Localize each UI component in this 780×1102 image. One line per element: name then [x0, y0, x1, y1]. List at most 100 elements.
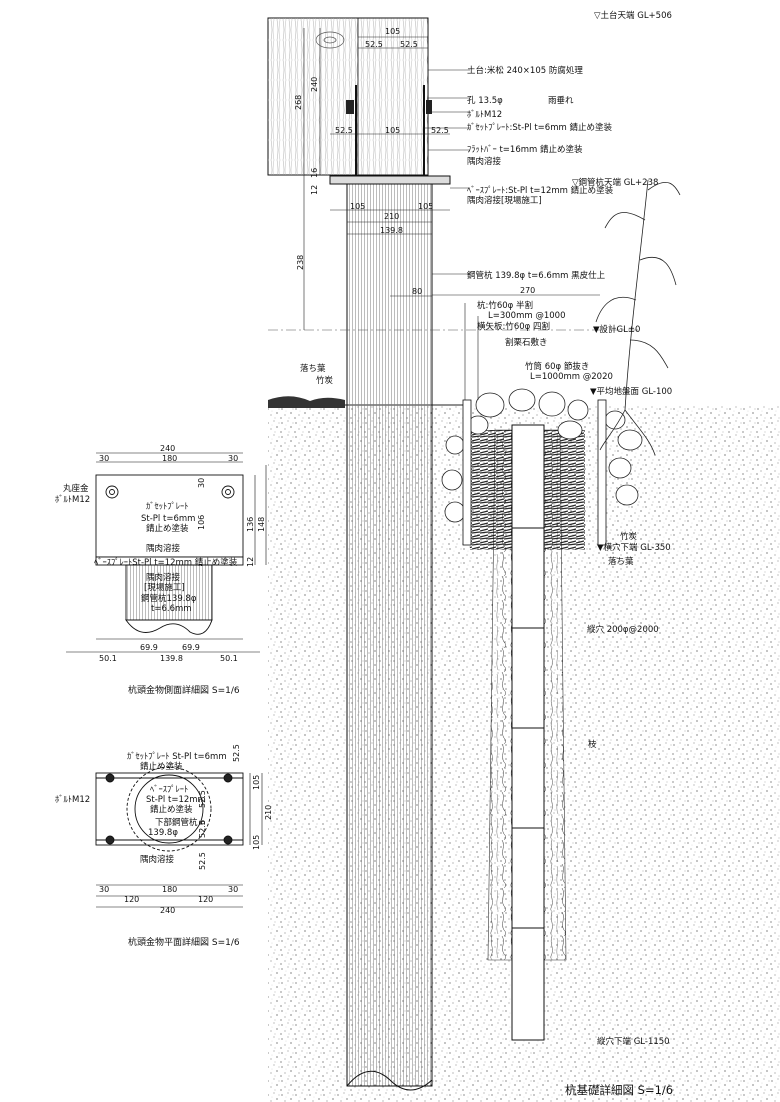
bamboo-tube [511, 424, 545, 1041]
label-bamboo-tube: 竹筒 60φ 節抜き [525, 362, 590, 372]
label-fallen-leaves-right: 落ち葉 [608, 557, 634, 567]
side-label-fillet-site-2: [現場施工] [144, 583, 185, 593]
side-dim-136: 136 [246, 516, 255, 532]
gravel-stones [441, 388, 643, 523]
label-vertical-hole: 縦穴 200φ@2000 [587, 625, 659, 635]
dim-105: 105 [385, 126, 401, 135]
label-amadare: 雨垂れ [548, 96, 574, 106]
plan-dim-52-5: 52.5 [232, 744, 241, 762]
plan-label-gusset: ｶﾞｾｯﾄﾌﾟﾚｰﾄ St-Pl t=6mm [127, 752, 227, 762]
dim-240: 240 [310, 76, 319, 92]
leaf-litter [268, 396, 345, 408]
label-bamboo-pile: 杭:竹60φ 半割 [477, 301, 533, 311]
plan-label-baseplate: ﾍﾞｰｽﾌﾟﾚｰﾄ [150, 785, 189, 795]
plan-label-lower-pile: 下部鋼管杭 [155, 818, 198, 828]
label-branch: 枝 [588, 740, 597, 750]
label-baseplate: ﾍﾞｰｽﾌﾟﾚｰﾄ:St-Pl t=12mm 錆止め塗装 [467, 186, 614, 196]
timber-knot [315, 31, 345, 49]
dim-12: 12 [310, 184, 319, 195]
plan-label-lower-pile-dia: 139.8φ [148, 828, 178, 838]
side-dim-69-9: 69.9 [182, 643, 200, 652]
level-hole-bottom: ▼横穴下端 GL-350 [597, 543, 671, 553]
plan-dim-105: 105 [252, 774, 261, 790]
plant-illustration [595, 179, 681, 456]
dim-52-5: 52.5 [335, 126, 353, 135]
plan-dim-210: 210 [264, 804, 273, 820]
label-gravel: 割栗石敷き [505, 338, 548, 348]
side-label-gusset-spec: St-Pl t=6mm [141, 514, 196, 524]
plan-title: 杭頭金物平面詳細図 S=1/6 [128, 938, 240, 948]
main-dimension-lines [303, 28, 600, 400]
side-title: 杭頭金物側面詳細図 S=1/6 [128, 686, 240, 696]
label-charcoal-right: 竹炭 [620, 532, 638, 542]
level-pile-top: ▽鋼管杭天端 GL+238 [572, 178, 659, 188]
label-fillet-weld-site: 隅肉溶接[現場施工] [467, 196, 542, 206]
plan-dim-120: 120 [124, 895, 140, 904]
plan-label-bolt: ﾎﾞﾙﾄM12 [55, 795, 91, 805]
retaining-bamboo-left [462, 399, 472, 546]
label-gusset: ｶﾞｾｯﾄﾌﾟﾚｰﾄ:St-Pl t=6mm 錆止め塗装 [467, 123, 612, 133]
timber-grain-left [268, 18, 358, 175]
plan-label-gusset-paint: 錆止め塗装 [140, 762, 183, 772]
dim-139-8: 139.8 [380, 226, 403, 235]
side-dim-69-9: 69.9 [140, 643, 158, 652]
dim-16: 16 [310, 167, 319, 178]
plan-label-fillet: 隅肉溶接 [140, 855, 175, 865]
plan-dim-120: 120 [198, 895, 214, 904]
side-label-gusset-paint: 錆止め塗装 [146, 524, 189, 534]
steel-pile-section [346, 183, 433, 1087]
timber-end-grain [357, 17, 429, 176]
dim-238: 238 [296, 254, 305, 270]
side-dim-240: 240 [160, 444, 176, 453]
side-label-fillet: 隅肉溶接 [146, 544, 181, 554]
label-bamboo-tube-length: L=1000mm @2020 [530, 372, 613, 382]
side-dim-12: 12 [246, 556, 255, 567]
base-plate-section [329, 175, 451, 185]
plan-dim-30: 30 [228, 885, 239, 894]
plan-dim-6: 6 [198, 819, 207, 825]
dim-210: 210 [384, 212, 400, 221]
bolt-head-left [346, 100, 354, 114]
side-dim-30: 30 [197, 477, 206, 488]
plan-detail-drawing [95, 766, 263, 908]
side-label-pile-thickness: t=6.6mm [151, 604, 192, 614]
side-dim-148: 148 [257, 516, 266, 532]
dim-52-5: 52.5 [400, 40, 418, 49]
steel-pile-break [346, 1070, 433, 1091]
plan-dim-52-5: 52.5 [198, 852, 207, 870]
dim-52-5: 52.5 [365, 40, 383, 49]
label-steel-pile: 鋼管杭 139.8φ t=6.6mm 黒皮仕上 [467, 271, 606, 281]
plan-dim-105: 105 [252, 834, 261, 850]
level-dodai-top: ▽土台天端 GL+506 [594, 11, 672, 21]
plan-label-baseplate-paint: 錆止め塗装 [150, 805, 193, 815]
side-dim-106: 106 [197, 514, 206, 530]
label-dodai: 土台:米松 240×105 防腐処理 [467, 66, 583, 76]
label-fillet-weld: 隅肉溶接 [467, 157, 502, 167]
label-hole: 孔 13.5φ [467, 96, 503, 106]
side-label-pile: 鋼管杭139.8φ [141, 594, 197, 604]
retaining-bamboo-right [597, 399, 607, 546]
dim-80: 80 [412, 287, 423, 296]
side-label-fillet-site: 隅肉溶接 [146, 573, 181, 583]
plan-dim-180: 180 [162, 885, 178, 894]
main-title: 杭基礎詳細図 S=1/6 [565, 1083, 674, 1097]
dim-268: 268 [294, 94, 303, 110]
timber-knot-inner [323, 36, 337, 44]
side-dim-30: 30 [99, 454, 110, 463]
dim-52-5: 52.5 [431, 126, 449, 135]
dim-105: 105 [385, 27, 401, 36]
bolt-head-right [426, 100, 432, 114]
plan-label-baseplate-spec: St-Pl t=12mm [146, 795, 206, 805]
label-flatbar: ﾌﾗｯﾄﾊﾞｰ t=16mm 錆止め塗装 [467, 145, 583, 155]
side-dim-50-1: 50.1 [99, 654, 117, 663]
side-label-gusset: ｶﾞｾｯﾄﾌﾟﾚｰﾄ [146, 502, 189, 512]
level-avg-ground: ▼平均地盤面 GL-100 [590, 387, 673, 397]
label-bamboo-pile-length: L=300mm @1000 [488, 311, 566, 321]
side-detail-drawing [66, 452, 267, 653]
side-label-washer: 丸座金 [63, 484, 89, 494]
side-dim-50-1: 50.1 [220, 654, 238, 663]
label-bolt: ﾎﾞﾙﾄM12 [467, 110, 503, 120]
level-vert-hole-bottom: 縦穴下端 GL-1150 [597, 1037, 670, 1047]
label-charcoal: 竹炭 [316, 376, 334, 386]
